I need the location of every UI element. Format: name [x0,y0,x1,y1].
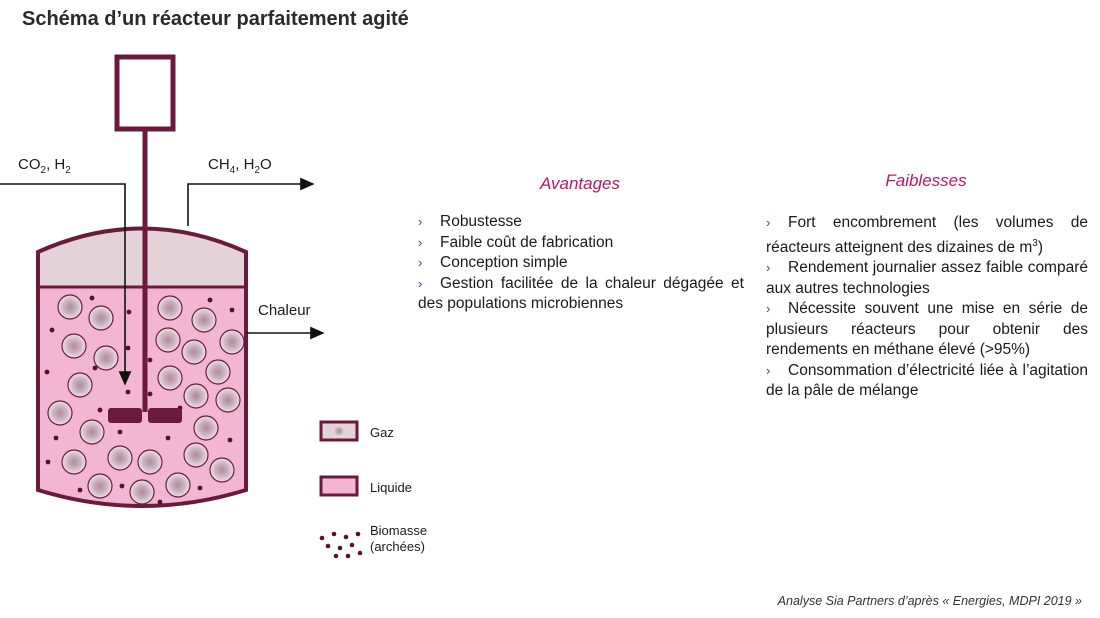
bullet-icon: › [766,215,771,230]
list-item: ›Rendement journalier assez faible compa… [766,259,1088,297]
list-item: ›Consommation d’électricité liée à l’agi… [766,361,1088,400]
legend-gas-label: Gaz [370,425,394,440]
reactor-vessel [36,226,248,508]
list-item: ›Gestion facilitée de la chaleur dégagée… [418,274,744,313]
list-item: ›Conception simple [418,253,744,274]
outlet-arrow [187,177,315,226]
legend-biomass-line1: Biomasse [370,523,428,538]
inlet-arrow [0,183,132,386]
bullet-icon: › [766,362,771,378]
reactor-gas-headspace [38,228,246,287]
biomass-dots [44,295,235,505]
agitator-blade-right [148,408,182,423]
bullet-icon: › [418,275,423,291]
inlet-gas-label: CO2, H2 [18,156,71,176]
weaknesses-heading: Faiblesses [885,171,967,190]
gas-bubbles [47,294,245,505]
list-item: ›Fort encombrement (les volumes de réact… [766,214,1088,256]
source-note: Analyse Sia Partners d’après « Energies,… [777,594,1082,608]
bullet-icon: › [418,214,423,229]
list-item: ›Nécessite souvent une mise en série de … [766,300,1088,359]
legend-liquid-swatch [319,475,359,497]
bullet-icon: › [418,255,423,270]
legend-biomass-label: Biomasse (archées) [370,523,427,555]
legend-biomass-line2: (archées) [370,539,425,554]
outlet-gas-label: CH4, H2O [208,156,272,176]
bullet-icon: › [766,301,771,317]
bullet-icon: › [766,260,771,276]
weaknesses-list: ›Fort encombrement (les volumes de réact… [766,213,1088,402]
legend-biomass-swatch [319,531,363,559]
legend-liquid-label: Liquide [370,480,412,495]
advantages-list: ›Robustesse ›Faible coût de fabrication … [418,212,744,315]
advantages-heading: Avantages [539,174,621,193]
heat-label: Chaleur [258,302,311,319]
agitator-motor [114,54,176,132]
list-item: ›Faible coût de fabrication [418,233,744,254]
bullet-icon: › [418,234,423,250]
list-item: ›Robustesse [418,212,744,233]
agitator-blade-left [108,408,142,423]
page-title: Schéma d’un réacteur parfaitement agité [22,8,409,30]
